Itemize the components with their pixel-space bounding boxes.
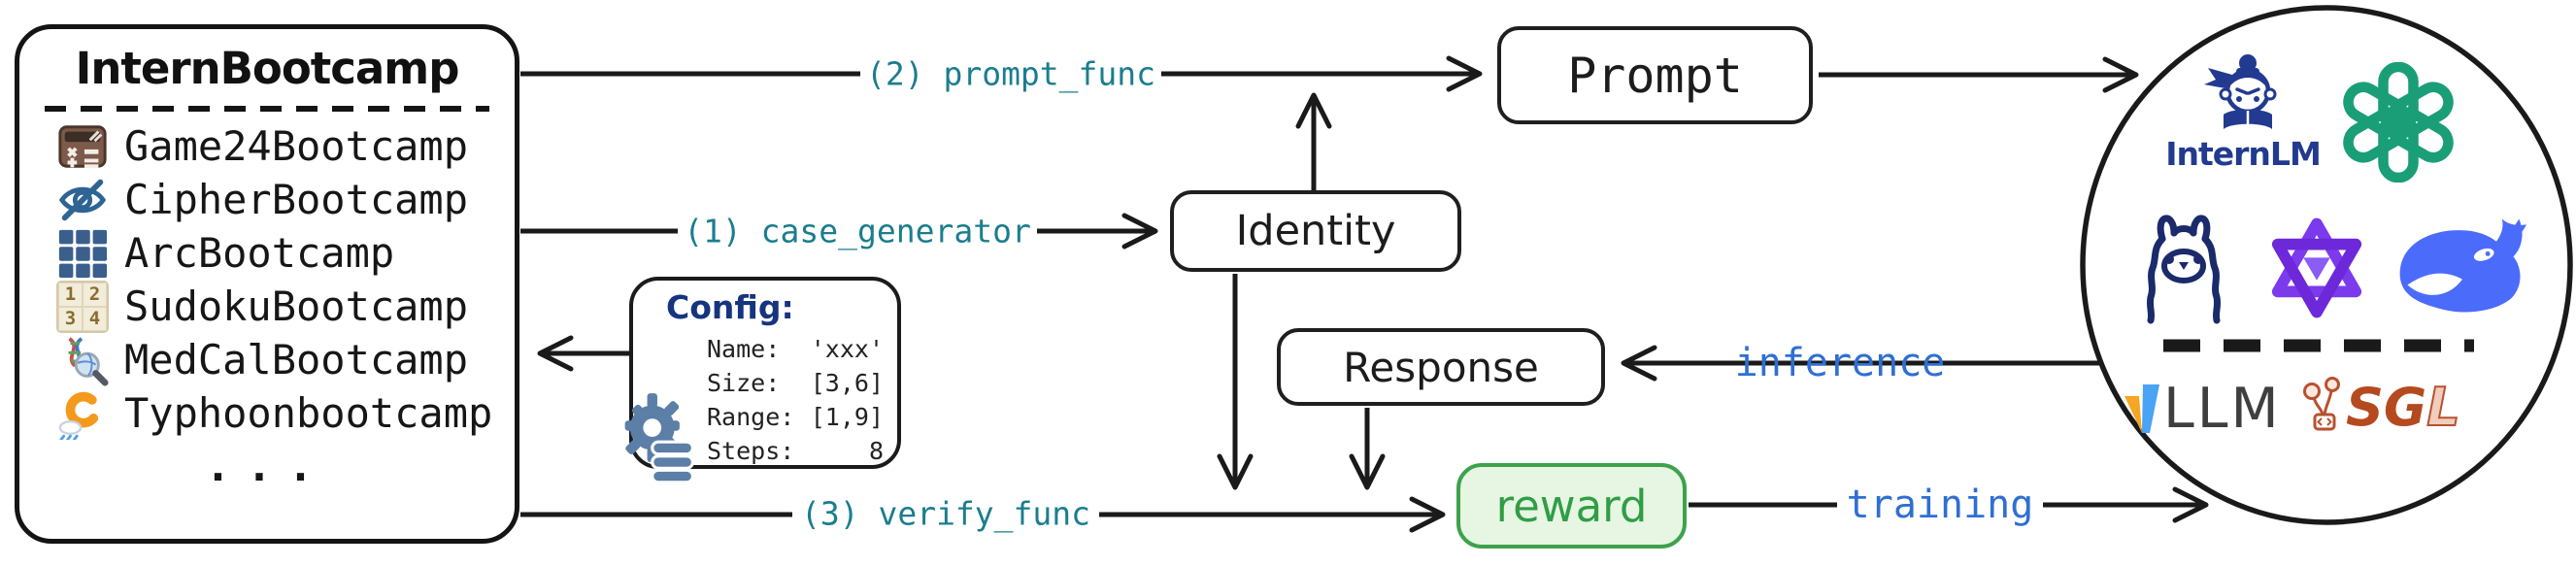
sglang-label-accent: L xyxy=(2425,376,2460,439)
config-value: [1,9] xyxy=(810,403,884,431)
openai-logo xyxy=(2338,62,2459,183)
list-item: CipherBootcamp xyxy=(19,173,515,226)
config-title: Config: xyxy=(666,288,794,326)
qwen-logo xyxy=(2265,214,2368,322)
bootcamp-name: SudokuBootcamp xyxy=(124,283,469,330)
list-item: ArcBootcamp xyxy=(19,226,515,280)
edge-label-case-generator: (1) case_generator xyxy=(684,212,1031,250)
list-item: Typhoonbootcamp xyxy=(19,386,515,440)
sglang-label-main: SG xyxy=(2346,376,2427,438)
list-ellipsis: ... xyxy=(205,442,329,491)
grid-icon xyxy=(56,227,109,280)
bootcamp-name: CipherBootcamp xyxy=(124,176,469,223)
sudoku-number: 3 xyxy=(58,306,83,331)
config-key: Name: xyxy=(707,335,781,363)
edge-label-training: training xyxy=(1846,483,2034,527)
dashed-divider xyxy=(45,106,489,112)
edge-label-prompt-func: (2) prompt_func xyxy=(865,54,1156,93)
dna-magnifier-icon xyxy=(56,334,109,386)
config-key: Size: xyxy=(707,369,781,397)
gear-icon xyxy=(612,389,705,486)
config-key: Steps: xyxy=(707,437,795,465)
internlm-label: InternLM xyxy=(2165,135,2322,173)
internlm-mascot-icon xyxy=(2204,54,2277,129)
typhoon-icon xyxy=(56,387,109,440)
bootcamp-list: Game24Bootcamp CipherBootcamp xyxy=(19,119,515,440)
vllm-v-icon xyxy=(2124,384,2159,433)
config-panel: Config: Name: 'xxx' Size: [3,6] Range: [… xyxy=(624,277,901,484)
vllm-logo: LLM xyxy=(2123,377,2282,441)
calculator-icon xyxy=(56,120,109,173)
sudoku-number: 4 xyxy=(83,306,107,331)
sudoku-number: 1 xyxy=(58,282,83,307)
bootcamp-panel-title: InternBootcamp xyxy=(75,43,460,94)
sglang-graph-icon xyxy=(2303,377,2340,431)
bootcamp-panel: InternBootcamp Game24Bootcamp xyxy=(15,24,519,544)
config-value: [3,6] xyxy=(810,369,884,397)
sudoku-icon: 1 2 3 4 xyxy=(56,280,109,333)
edge-label-inference: inference xyxy=(1734,341,1946,385)
bootcamp-name: Typhoonbootcamp xyxy=(124,389,493,437)
eye-slash-icon xyxy=(56,174,109,226)
node-response: Response xyxy=(1277,328,1605,406)
config-key: Range: xyxy=(707,403,795,431)
list-item: Game24Bootcamp xyxy=(19,119,515,173)
config-row: Steps: 8 xyxy=(707,434,884,468)
node-identity: Identity xyxy=(1170,190,1461,272)
list-item: 1 2 3 4 SudokuBootcamp xyxy=(19,280,515,333)
config-rows: Name: 'xxx' Size: [3,6] Range: [1,9] Ste… xyxy=(707,332,884,468)
sglang-logo: SGL xyxy=(2301,375,2461,439)
bootcamp-name: ArcBootcamp xyxy=(124,229,395,277)
sglang-label: SGL xyxy=(2346,376,2461,439)
edges xyxy=(520,55,2209,533)
config-row: Range: [1,9] xyxy=(707,400,884,434)
list-item: MedCalBootcamp xyxy=(19,333,515,386)
config-value: 8 xyxy=(868,437,884,465)
bootcamp-name: Game24Bootcamp xyxy=(124,122,469,170)
sudoku-number: 2 xyxy=(83,282,107,307)
llama-logo xyxy=(2139,204,2228,324)
config-value: 'xxx' xyxy=(810,335,884,363)
edge-label-verify-func: (3) verify_func xyxy=(800,494,1091,533)
internlm-logo: InternLM xyxy=(2160,53,2325,173)
config-row: Name: 'xxx' xyxy=(707,332,884,366)
node-prompt: Prompt xyxy=(1497,26,1813,124)
deepseek-whale-logo xyxy=(2387,214,2528,322)
config-row: Size: [3,6] xyxy=(707,366,884,400)
vllm-label: LLM xyxy=(2163,377,2282,441)
bootcamp-name: MedCalBootcamp xyxy=(124,336,469,383)
node-reward: reward xyxy=(1456,463,1687,549)
